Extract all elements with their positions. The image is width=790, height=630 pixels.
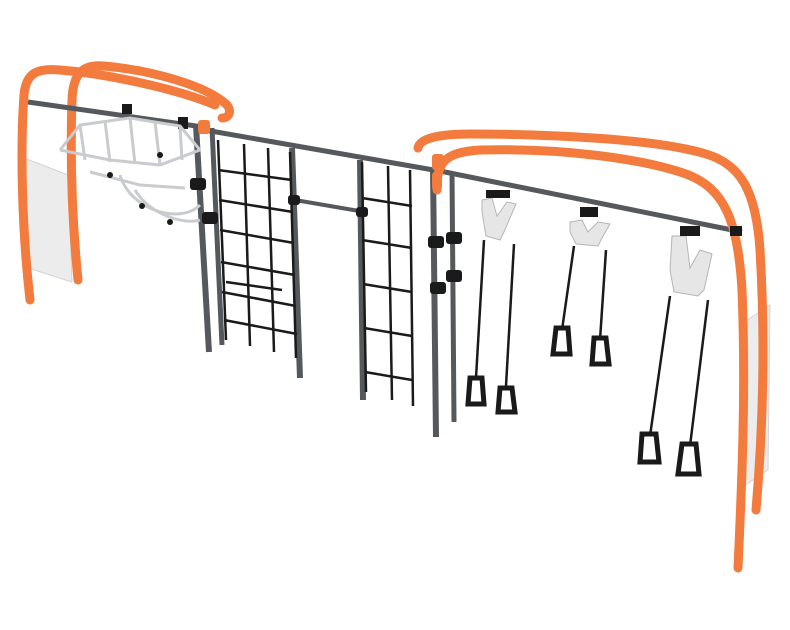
left-front-orange-arch xyxy=(66,61,234,285)
right-beam-cap xyxy=(730,226,742,236)
middle-post-d xyxy=(449,171,457,423)
left-post-2 xyxy=(209,127,225,346)
ring-hanger-3 xyxy=(669,235,713,297)
monkey-bars xyxy=(58,116,202,225)
left-post xyxy=(193,124,212,353)
right-back-orange-arch xyxy=(413,129,768,515)
ring-pair-1 xyxy=(465,190,518,415)
ring-hanger-2 xyxy=(569,219,611,247)
orange-joints xyxy=(198,120,444,190)
left-back-orange-arch xyxy=(17,65,220,305)
left-post-cap xyxy=(178,117,188,129)
middle-post-a xyxy=(289,147,303,379)
rope-net-2 xyxy=(360,161,415,407)
right-frame xyxy=(413,129,771,573)
middle-cross-bar xyxy=(294,198,366,214)
left-side-panel xyxy=(23,157,73,283)
middle-top-beam xyxy=(204,127,446,175)
middle-post-b xyxy=(357,159,366,401)
right-front-orange-arch xyxy=(432,145,749,573)
left-frame xyxy=(17,61,234,353)
ring-pair-2 xyxy=(550,207,612,367)
left-post-cap-2 xyxy=(122,104,132,114)
ring-pair-3 xyxy=(637,226,713,477)
middle-post-c xyxy=(430,167,439,438)
rope-net-1 xyxy=(216,139,298,359)
right-top-beam xyxy=(444,169,743,235)
ring-hanger-1 xyxy=(481,197,517,241)
clamps xyxy=(190,178,462,294)
